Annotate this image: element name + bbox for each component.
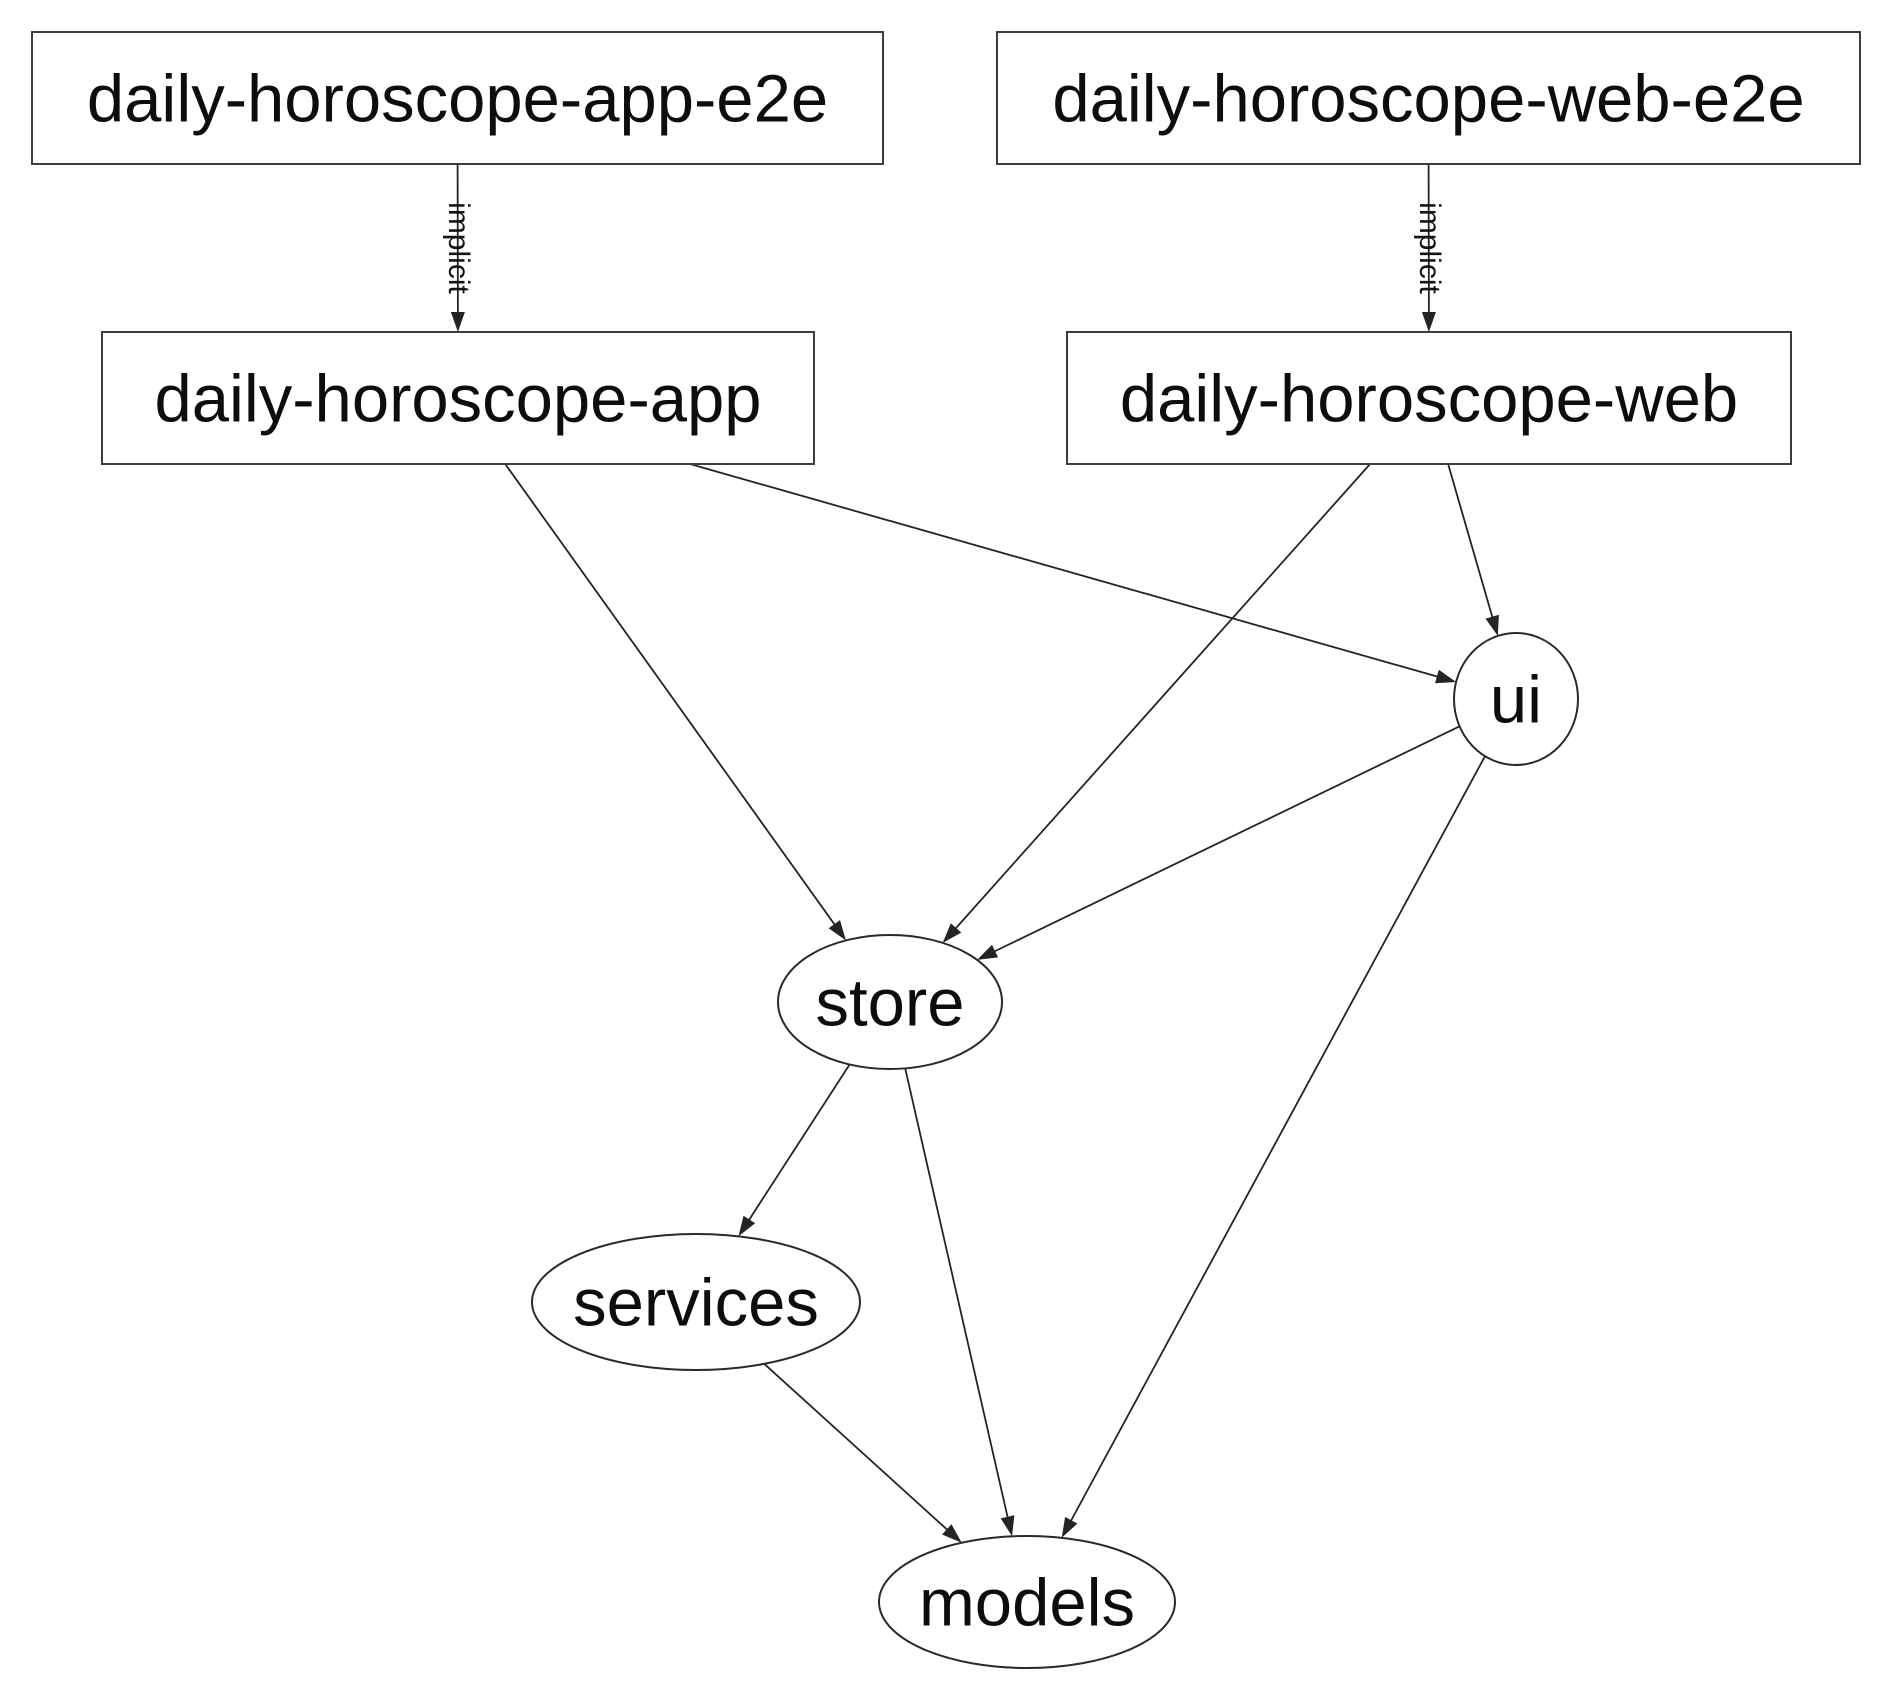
edge-daily-horoscope-app-to-ui <box>689 463 1457 684</box>
node-label: services <box>573 1265 819 1340</box>
library-ellipse <box>878 1535 1176 1669</box>
node-label: models <box>919 1565 1135 1640</box>
edge-store-to-models <box>904 1068 1015 1537</box>
edge-line <box>747 1064 851 1222</box>
edge-line <box>904 1068 1009 1520</box>
node-daily-horoscope-app-e2e: daily-horoscope-app-e2e <box>31 31 884 165</box>
node-label: ui <box>1490 662 1542 737</box>
project-box <box>996 31 1861 165</box>
node-services: services <box>531 1233 861 1371</box>
arrowhead-icon <box>1421 312 1436 332</box>
arrowhead-icon <box>738 1215 756 1237</box>
edge-line <box>1069 755 1486 1523</box>
project-box <box>101 331 815 465</box>
arrowhead-icon <box>1485 614 1499 636</box>
edge-daily-horoscope-app-e2e-to-daily-horoscope-app: implicit <box>442 163 475 332</box>
edge-daily-horoscope-web-e2e-to-daily-horoscope-web: implicit <box>1413 163 1446 332</box>
node-daily-horoscope-web-e2e: daily-horoscope-web-e2e <box>996 31 1861 165</box>
arrowhead-icon <box>977 944 999 960</box>
edges-layer: implicit implicit <box>442 163 1499 1543</box>
edge-daily-horoscope-app-to-store <box>504 463 846 941</box>
edge-line <box>992 725 1460 953</box>
arrowhead-icon <box>1061 1516 1078 1538</box>
edge-label-implicit: implicit <box>1413 202 1446 294</box>
node-label: daily-horoscope-app <box>154 361 761 436</box>
edge-ui-to-store <box>977 725 1460 960</box>
node-models: models <box>878 1535 1176 1669</box>
arrowhead-icon <box>828 920 846 941</box>
node-label: daily-horoscope-app-e2e <box>87 61 828 136</box>
library-ellipse <box>1453 632 1579 766</box>
nodes-layer: daily-horoscope-app-e2e daily-horoscope-w… <box>31 31 1861 1669</box>
node-label: daily-horoscope-web-e2e <box>1052 61 1804 136</box>
edge-line <box>763 1363 949 1532</box>
project-box <box>31 31 884 165</box>
edge-line <box>954 463 1371 931</box>
edge-label-implicit: implicit <box>442 202 475 294</box>
edge-line <box>1447 463 1494 619</box>
edge-line <box>504 463 837 927</box>
edge-line <box>689 463 1440 678</box>
project-box <box>1066 331 1792 465</box>
arrowhead-icon <box>1435 669 1457 684</box>
edge-services-to-models <box>763 1363 962 1543</box>
library-ellipse <box>531 1233 861 1371</box>
node-daily-horoscope-web: daily-horoscope-web <box>1066 331 1792 465</box>
node-ui: ui <box>1453 632 1579 766</box>
edge-ui-to-models <box>1061 755 1486 1538</box>
node-store: store <box>777 934 1003 1070</box>
node-label: store <box>816 965 965 1040</box>
arrowhead-icon <box>1000 1515 1015 1537</box>
arrowhead-icon <box>942 1524 962 1543</box>
library-ellipse <box>777 934 1003 1070</box>
node-label: daily-horoscope-web <box>1120 361 1738 436</box>
edge-daily-horoscope-web-to-ui <box>1447 463 1499 636</box>
edge-store-to-services <box>738 1064 851 1237</box>
arrowhead-icon <box>450 312 465 332</box>
edge-daily-horoscope-web-to-store <box>942 463 1371 943</box>
node-daily-horoscope-app: daily-horoscope-app <box>101 331 815 465</box>
arrowhead-icon <box>942 923 962 943</box>
